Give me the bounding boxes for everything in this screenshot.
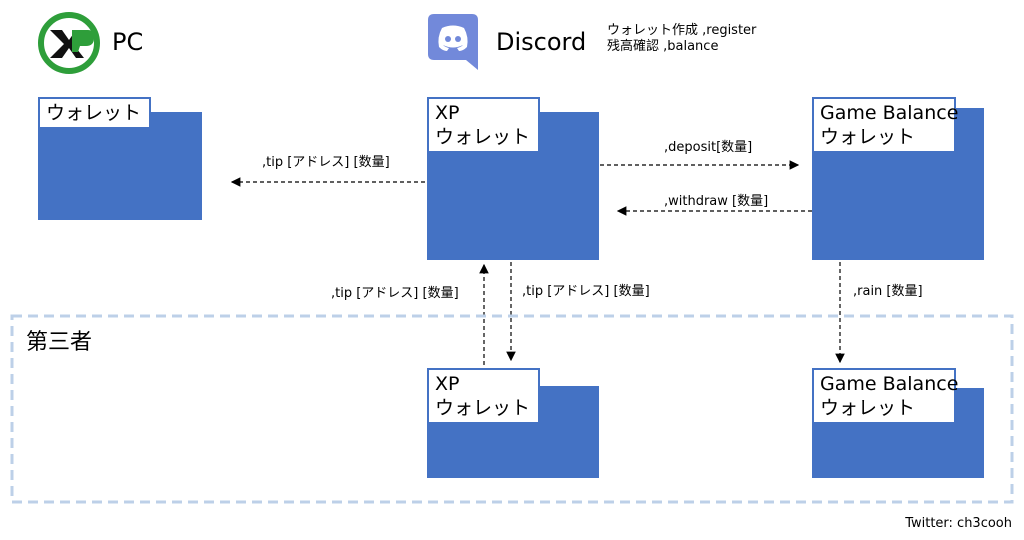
label-tip-up: ,tip [アドレス] [数量] (331, 286, 459, 301)
xp-wallet-title: XP (435, 102, 460, 124)
twitter-credit: Twitter: ch3cooh (905, 516, 1012, 531)
discord-label: Discord (496, 28, 587, 56)
label-withdraw: ,withdraw [数量] (664, 194, 769, 209)
game-wallet-subtitle: ウォレット (820, 126, 916, 148)
discord-note-balance: 残高確認 ,balance (607, 39, 719, 54)
third-xp-wallet-subtitle: ウォレット (435, 397, 531, 419)
third-xp-wallet-title: XP (435, 373, 460, 395)
xp-wallet-subtitle: ウォレット (435, 126, 531, 148)
label-tip-to-pc: ,tip [アドレス] [数量] (262, 155, 390, 170)
game-wallet-title: Game Balance (820, 102, 959, 124)
label-tip-down: ,tip [アドレス] [数量] (522, 284, 650, 299)
discord-note-register: ウォレット作成 ,register (607, 23, 757, 38)
third-game-wallet-title: Game Balance (820, 373, 959, 395)
third-game-wallet-subtitle: ウォレット (820, 397, 916, 419)
third-party-label: 第三者 (26, 330, 93, 355)
discord-icon (428, 14, 478, 70)
xp-logo-icon (38, 12, 100, 74)
label-rain: ,rain [数量] (853, 284, 923, 299)
pc-label: PC (112, 28, 144, 56)
pc-wallet-label: ウォレット (46, 102, 142, 124)
label-deposit: ,deposit[数量] (664, 140, 753, 155)
